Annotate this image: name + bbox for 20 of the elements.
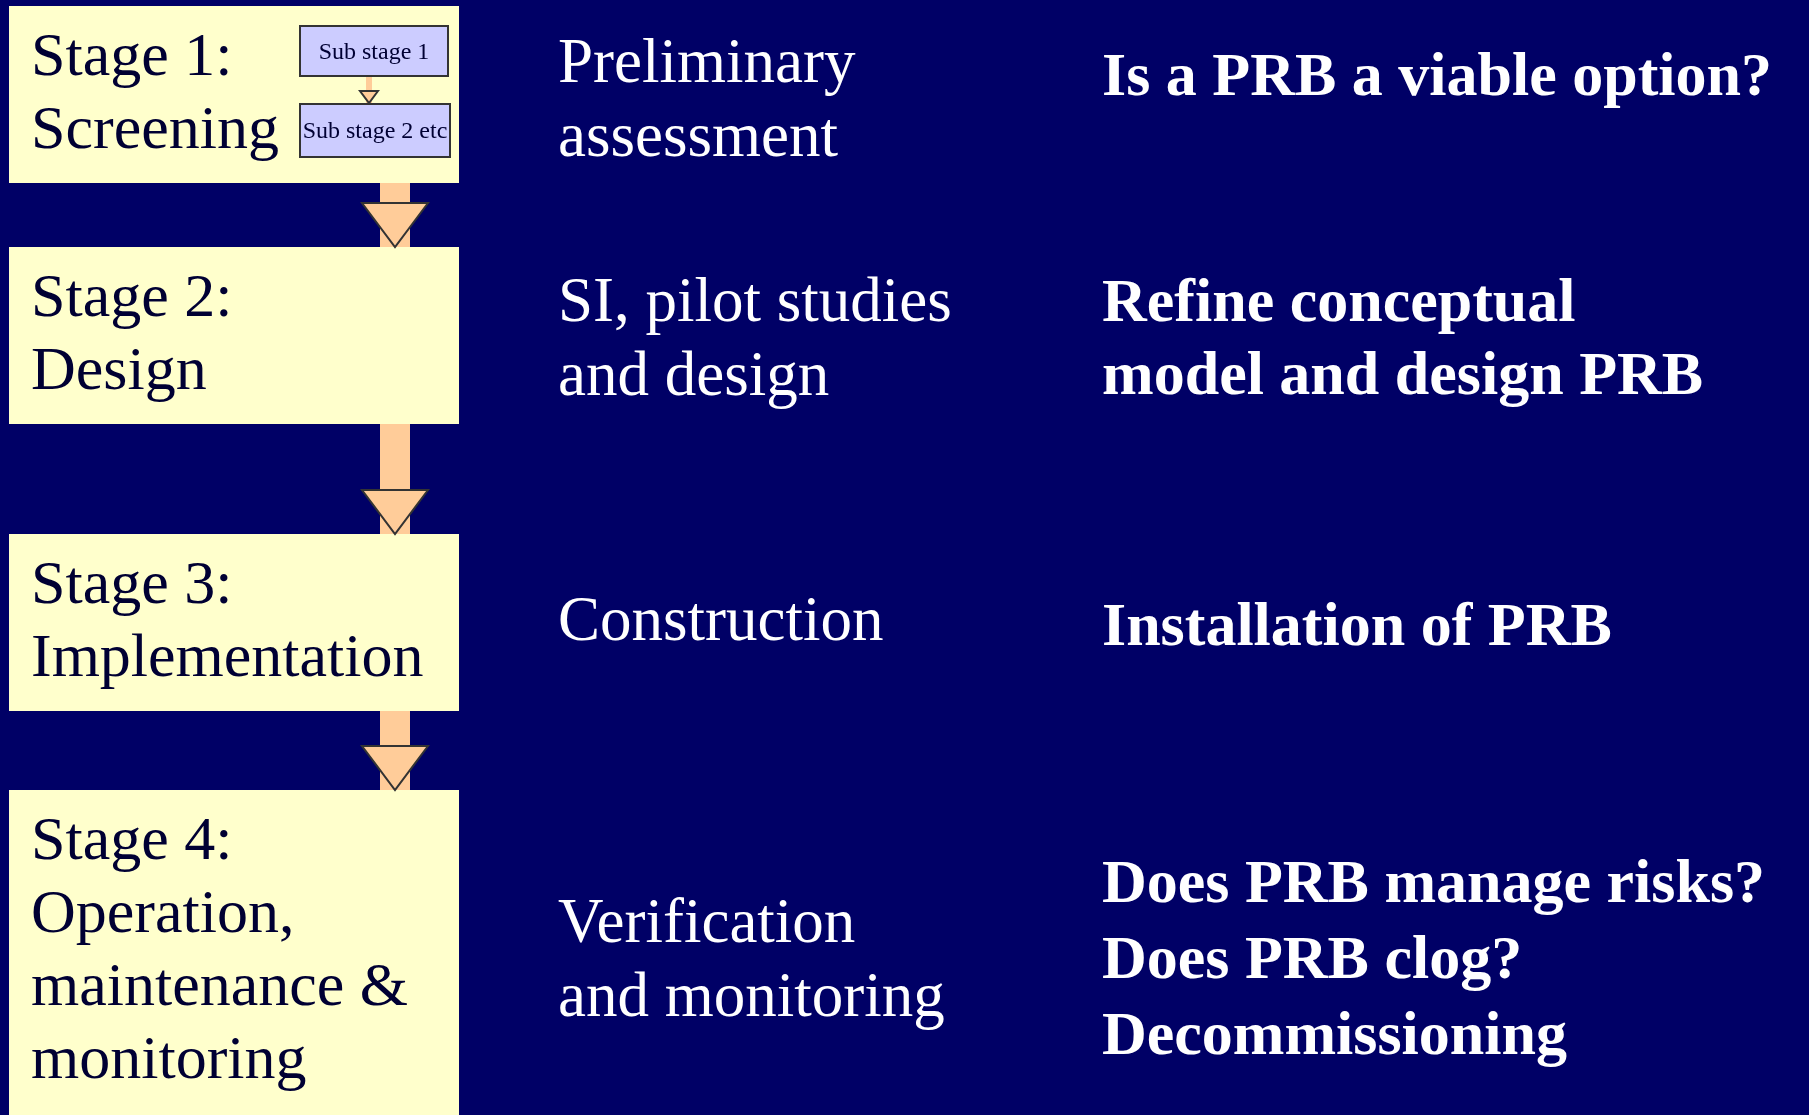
question-text: Refine conceptual model and design PRB: [1102, 264, 1705, 409]
activity-text: SI, pilot studies and design: [558, 263, 953, 411]
activity-text: Verification and monitoring: [558, 884, 946, 1032]
question-text: Installation of PRB: [1102, 589, 1613, 661]
stage-box: Stage 4: Operation, maintenance & monitoring: [9, 790, 459, 1115]
question-text: Decommissioning: [1102, 998, 1568, 1070]
question-text: Does PRB manage risks?: [1102, 846, 1767, 918]
stage-box: Stage 2: Design: [9, 247, 459, 424]
sub-stage-box: Sub stage 1: [299, 25, 449, 77]
arrow: [359, 77, 379, 104]
question-text: Is a PRB a viable option?: [1102, 39, 1774, 111]
activity-text: Construction: [558, 582, 885, 656]
activity-text: Preliminary assessment: [558, 24, 857, 172]
arrow: [361, 183, 429, 248]
stage-box: Stage 1: Screening Sub stage 1 Sub stage 2 etc: [9, 6, 459, 183]
sub-stage-box: Sub stage 2 etc: [299, 103, 451, 158]
arrow: [361, 424, 429, 535]
arrow: [361, 711, 429, 791]
question-text: Does PRB clog?: [1102, 922, 1524, 994]
stage-box: Stage 3: Implementation: [9, 534, 459, 711]
